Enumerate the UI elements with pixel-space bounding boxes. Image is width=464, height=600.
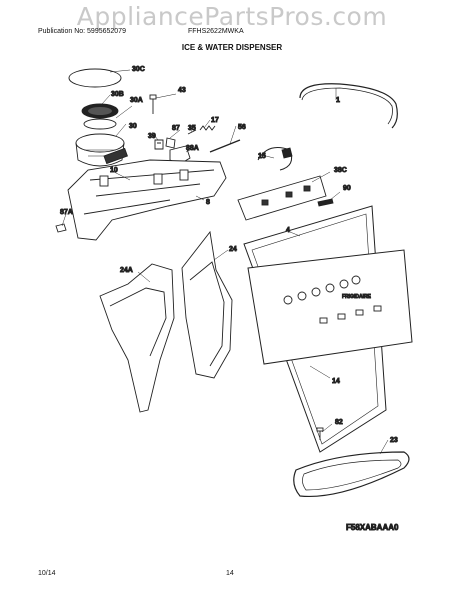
- callout-43: 43: [178, 87, 186, 94]
- callout-24: 24: [229, 246, 237, 253]
- callout-90: 90: [343, 185, 351, 192]
- part-39-clip: [154, 139, 164, 150]
- part-30-housing: [75, 133, 128, 167]
- part-30c-disc: [68, 68, 122, 88]
- callout-24a: 24A: [120, 267, 133, 274]
- callout-30b: 30B: [111, 91, 124, 98]
- callout-10: 10: [110, 167, 118, 174]
- part-24a-paddle: [99, 263, 175, 413]
- callout-1: 1: [336, 97, 340, 104]
- part-1-tubing: [299, 83, 398, 129]
- callout-23: 23: [390, 437, 398, 444]
- part-87a-clip: [55, 223, 67, 233]
- part-43-screw: [149, 94, 157, 114]
- part-56-rod: [209, 139, 241, 153]
- callout-30: 30: [129, 123, 137, 130]
- part-14-panel: FRIGIDAIRE: [247, 249, 413, 365]
- callout-38a: 38A: [186, 145, 199, 152]
- callout-35: 35: [188, 125, 196, 132]
- part-38c-board: [237, 175, 327, 221]
- part-24-paddle: [181, 230, 233, 379]
- panel-brand: FRIGIDAIRE: [342, 294, 372, 300]
- callout-14: 14: [332, 378, 340, 385]
- drawing-code: F58XABAAA0: [346, 523, 399, 532]
- callout-17: 17: [211, 117, 219, 124]
- part-23-tray: [293, 451, 410, 498]
- part-90-connector: [317, 198, 334, 207]
- part-87: [165, 137, 176, 149]
- callout-87a: 87A: [60, 209, 73, 216]
- page-title: ICE & WATER DISPENSER: [181, 43, 283, 52]
- callout-38c: 38C: [334, 167, 347, 174]
- callout-39: 39: [148, 133, 156, 140]
- callout-56: 56: [238, 124, 246, 131]
- callout-8: 8: [206, 199, 210, 206]
- model-number: FFHS2622MWKA: [188, 28, 244, 35]
- callout-4: 4: [286, 227, 290, 234]
- footer-date: 10/14: [38, 570, 56, 577]
- callout-30a: 30A: [130, 97, 143, 104]
- callout-82: 82: [335, 419, 343, 426]
- part-30a-ring: [83, 118, 117, 130]
- callout-30c: 30C: [132, 66, 145, 73]
- watermark: AppliancePartsPros.com: [76, 2, 388, 31]
- footer-page-number: 14: [226, 570, 234, 577]
- callout-15: 15: [258, 153, 266, 160]
- callout-87: 87: [172, 125, 180, 132]
- publication-number: Publication No: 5995652079: [38, 28, 126, 35]
- part-17-spring: [199, 125, 216, 131]
- part-15-harness: [257, 147, 293, 171]
- part-8-housing: [67, 159, 227, 241]
- leader-lines: [61, 69, 389, 455]
- part-82-screw: [316, 427, 324, 440]
